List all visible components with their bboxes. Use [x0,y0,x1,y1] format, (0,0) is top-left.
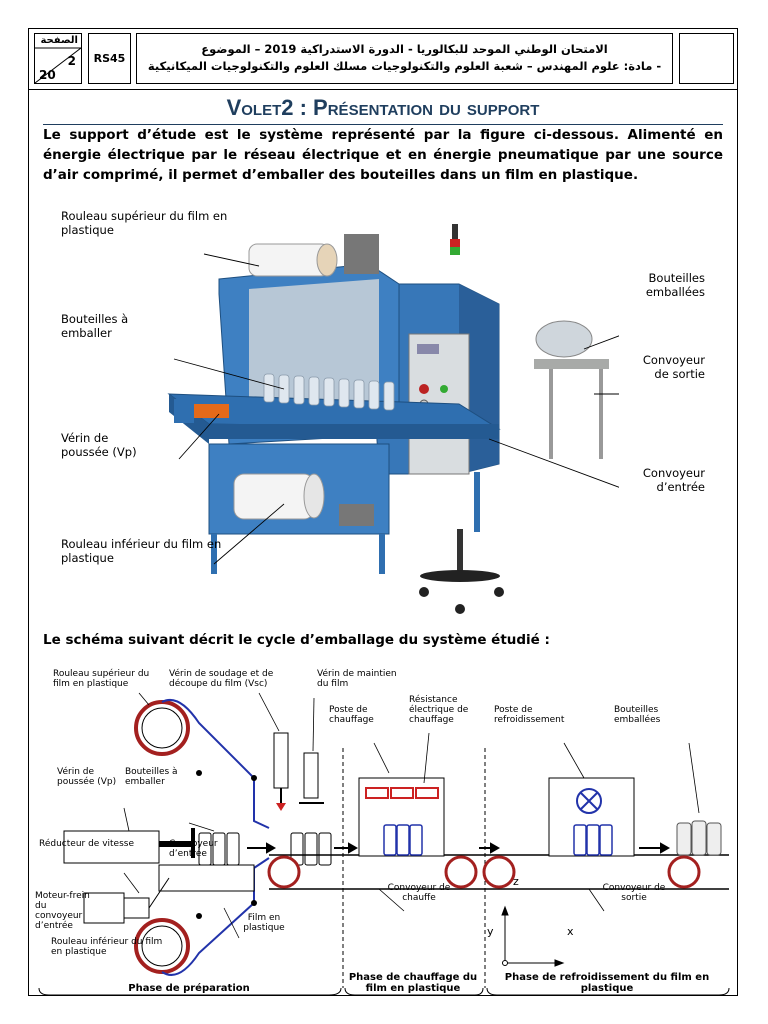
sl-axis-x: x [567,925,574,938]
exam-title: الامتحان الوطني الموحد للبكالوريا - الدو… [136,33,673,84]
label-packed-bottles: Bouteilles emballées [645,271,705,299]
header-empty-box [679,33,734,84]
sl-speed-reducer: Réducteur de vitesse [39,839,135,849]
sl-axis-y: y [487,925,494,938]
sl-axis-z: z [513,875,519,888]
section-title: Volet2 : Présentation du support [226,95,540,120]
page-total: 20 [39,68,56,82]
exam-header: الصفحة 2 20 RS45 الامتحان الوطني الموحد … [29,29,737,90]
sl-lower-roll: Rouleau inférieur du film en plastique [51,937,163,957]
page-number: 2 [67,54,76,68]
sl-infeed-conveyor: Convoyeur d’entrée [169,839,218,859]
phase-cooling: Phase de refroidissement du film en plas… [504,972,710,994]
exam-page: الصفحة 2 20 RS45 الامتحان الوطني الموحد … [28,28,738,996]
sl-brake-motor: Moteur-frein du convoyeur d’entrée [35,891,90,931]
exam-code: RS45 [88,33,131,84]
intro-paragraph: Le support d’étude est le système représ… [43,127,723,183]
exam-title-line1: الامتحان الوطني الموحد للبكالوريا - الدو… [201,42,608,56]
sl-heating-resistance: Résistance électrique de chauffage [409,695,469,725]
label-infeed-conveyor: Convoyeur d’entrée [642,466,705,494]
sl-upper-roll: Rouleau supérieur du film en plastique [53,669,150,689]
sl-weld-cylinder: Vérin de soudage et de découpe du film (… [169,669,274,689]
label-lower-roll: Rouleau inférieur du film en plastique [61,537,222,565]
page-label: الصفحة [40,35,78,46]
sl-plastic-film: Film en plastique [243,913,285,933]
sl-bottles-to-pack: Bouteilles à emballer [125,767,178,787]
phase-heating: Phase de chauffage du film en plastique [348,972,478,994]
phase-preparation: Phase de préparation [128,983,250,994]
label-push-cylinder: Vérin de poussée (Vp) [61,431,137,459]
page-number-box: الصفحة 2 20 [34,33,82,84]
label-outfeed-conveyor: Convoyeur de sortie [642,353,705,381]
sl-heating-station: Poste de chauffage [329,705,374,725]
packaging-cycle-diagram [38,692,730,996]
schema-intro: Le schéma suivant décrit le cycle d’emba… [43,632,550,648]
sl-outfeed-conveyor: Convoyeur de sortie [602,883,666,903]
sl-push-cylinder: Vérin de poussée (Vp) [57,767,117,787]
label-upper-roll: Rouleau supérieur du film en plastique [61,209,228,237]
sl-heating-conveyor: Convoyeur de chauffe [387,883,451,903]
sl-cooling-station: Poste de refroidissement [494,705,565,725]
sl-packed-bottles: Bouteilles emballées [614,705,661,725]
label-bottles-to-pack: Bouteilles à emballer [61,312,129,340]
page-box-diagonal [35,47,81,83]
machine-photo [167,224,619,614]
exam-title-line2: - مادة: علوم المهندس – شعبة العلوم والتك… [147,59,662,73]
title-underline [43,124,723,125]
sl-hold-cylinder: Vérin de maintien du film [317,669,397,689]
